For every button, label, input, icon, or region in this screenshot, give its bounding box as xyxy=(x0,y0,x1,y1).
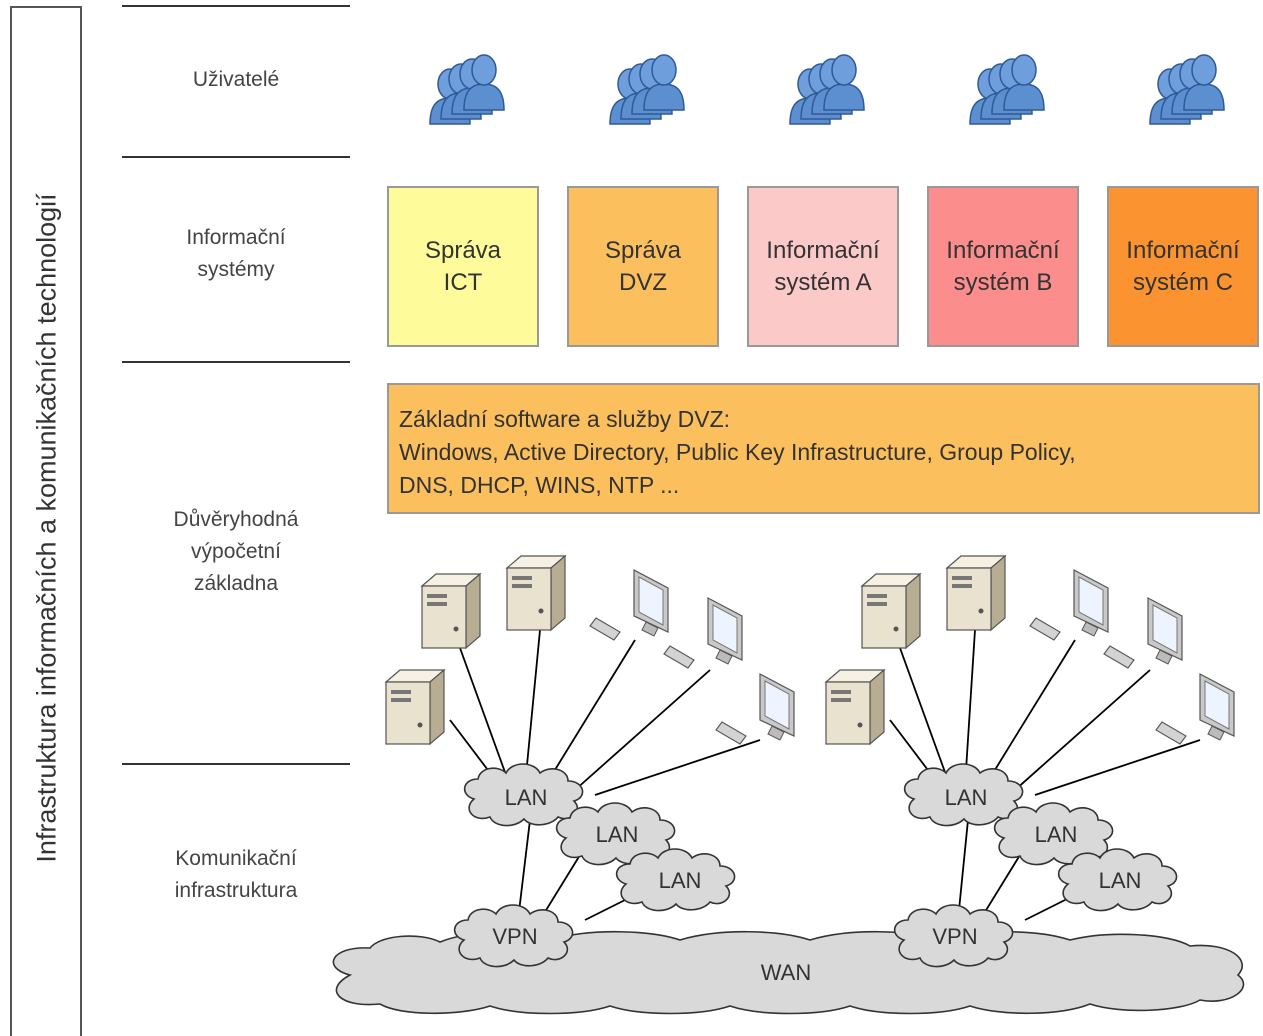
vpn-label: VPN xyxy=(492,924,537,949)
system-box-is-c: Informační systém C xyxy=(1107,186,1259,347)
lan-label: LAN xyxy=(945,785,988,810)
system-label: Správa DVZ xyxy=(604,236,682,296)
lan-label: LAN xyxy=(505,785,548,810)
workstation-icon xyxy=(715,673,795,745)
side-frame xyxy=(10,6,82,1036)
system-label: Správa ICT xyxy=(424,236,502,296)
workstation-icon xyxy=(1103,597,1183,669)
system-label: Informační systém B xyxy=(946,236,1060,296)
user-group-icon xyxy=(970,55,1044,124)
server-icon xyxy=(861,573,921,649)
layer-label-users: Uživatelé xyxy=(192,68,280,91)
workstation-icon xyxy=(1029,569,1109,641)
user-group-icon xyxy=(1150,55,1224,124)
separator-systems xyxy=(122,361,350,363)
workstation-icon xyxy=(589,569,669,641)
system-box-sprava-ict: Správa ICT xyxy=(387,186,539,347)
wan-label: WAN xyxy=(761,960,812,985)
server-icon xyxy=(506,555,566,631)
server-icon xyxy=(946,555,1006,631)
system-box-is-b: Informační systém B xyxy=(927,186,1079,347)
system-label: Informační systém A xyxy=(766,236,880,296)
server-icon xyxy=(385,669,445,745)
separator-top xyxy=(122,5,350,7)
server-icon xyxy=(421,573,481,649)
system-label: Informační systém C xyxy=(1126,236,1240,296)
layer-label-comm: Komunikační infrastruktura xyxy=(174,847,298,902)
layer-label-trusted-base: Důvěryhodná výpočetní základna xyxy=(173,508,299,595)
separator-base xyxy=(122,763,350,765)
lan-label: LAN xyxy=(596,822,639,847)
base-services-title: Základní software a služby DVZ: xyxy=(399,406,731,432)
lan-label: LAN xyxy=(1099,868,1142,893)
user-group-icon xyxy=(430,55,504,124)
workstation-icon xyxy=(1155,673,1235,745)
connection-lines-left xyxy=(449,629,761,921)
user-group-icon xyxy=(610,55,684,124)
vpn-label: VPN xyxy=(932,924,977,949)
base-services-box: Základní software a služby DVZ: Windows,… xyxy=(387,383,1260,514)
server-icon xyxy=(825,669,885,745)
system-box-sprava-dvz: Správa DVZ xyxy=(567,186,719,347)
user-group-icon xyxy=(790,55,864,124)
base-services-line: DNS, DHCP, WINS, NTP ... xyxy=(399,472,680,498)
base-services-line: Windows, Active Directory, Public Key In… xyxy=(399,439,1076,465)
separator-users xyxy=(122,156,350,158)
workstation-icon xyxy=(663,597,743,669)
lan-label: LAN xyxy=(1035,822,1078,847)
system-box-is-a: Informační systém A xyxy=(747,186,899,347)
lan-label: LAN xyxy=(659,868,702,893)
layer-label-info-systems: Informační systémy xyxy=(186,226,286,281)
